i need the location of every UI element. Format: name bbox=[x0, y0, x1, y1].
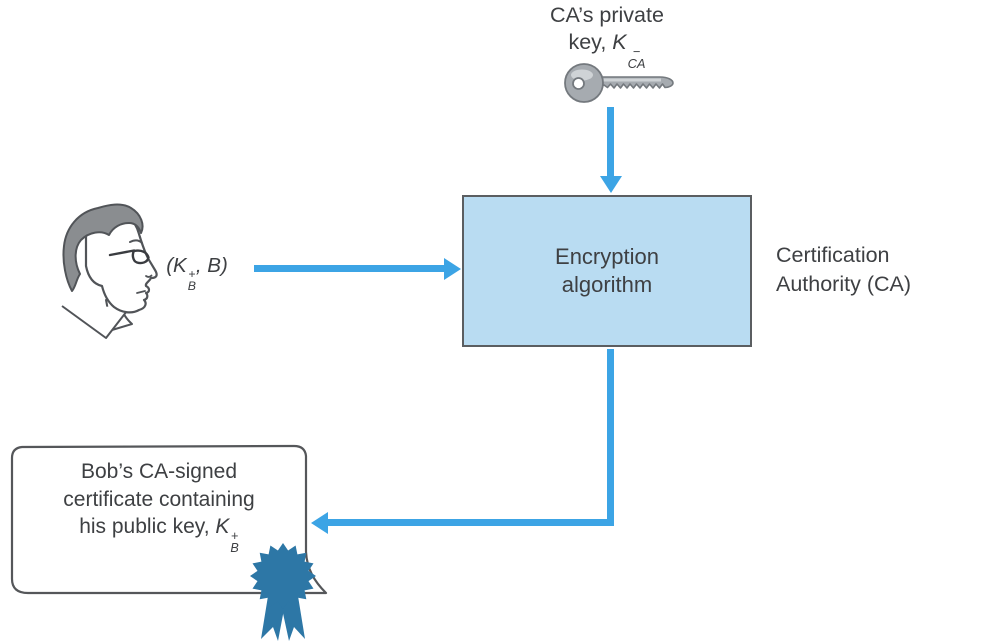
bob-key-pair-label: (K+B, B) bbox=[166, 254, 228, 294]
arrow-key-to-box-head bbox=[600, 176, 622, 193]
key-symbol-scripts: +B bbox=[187, 267, 196, 294]
ribbon-seal-icon bbox=[247, 541, 319, 644]
arrow-box-to-cert-head bbox=[311, 512, 328, 534]
key-symbol: K bbox=[173, 254, 187, 277]
key-symbol: K bbox=[612, 30, 627, 54]
ca-private-key-label: CA’s private key, K−CA bbox=[497, 2, 717, 70]
encryption-algorithm-box: Encryption algorithm bbox=[462, 195, 752, 347]
ca-title-line1: Certification bbox=[776, 243, 890, 267]
ca-private-key-line2: key, K−CA bbox=[568, 30, 646, 71]
private-key-icon bbox=[563, 60, 677, 106]
arrow-box-to-cert-horizontal bbox=[326, 519, 614, 526]
certificate-line3: his public key, K+B bbox=[79, 515, 239, 555]
certificate-paper bbox=[4, 442, 332, 604]
certification-authority-label: Certification Authority (CA) bbox=[776, 241, 911, 298]
certificate-label: Bob’s CA-signed certificate containing h… bbox=[14, 458, 304, 554]
ca-private-key-line1: CA’s private bbox=[550, 3, 664, 27]
ca-title-line2: Authority (CA) bbox=[776, 271, 912, 296]
key-symbol: K bbox=[215, 515, 230, 538]
encryption-box-line2: algorithm bbox=[561, 272, 653, 297]
key-symbol-scripts: +B bbox=[230, 528, 239, 555]
certificate-line2: certificate containing bbox=[63, 487, 255, 511]
key-symbol-scripts: −CA bbox=[627, 43, 646, 71]
arrow-bob-to-box-head bbox=[444, 258, 461, 280]
certificate-line1: Bob’s CA-signed bbox=[80, 460, 238, 483]
bob-profile-icon bbox=[46, 196, 178, 344]
arrow-key-to-box-shaft bbox=[607, 107, 614, 177]
arrow-box-to-cert-vertical bbox=[607, 349, 614, 526]
arrow-bob-to-box-shaft bbox=[254, 265, 444, 272]
encryption-box-line1: Encryption bbox=[555, 244, 659, 269]
